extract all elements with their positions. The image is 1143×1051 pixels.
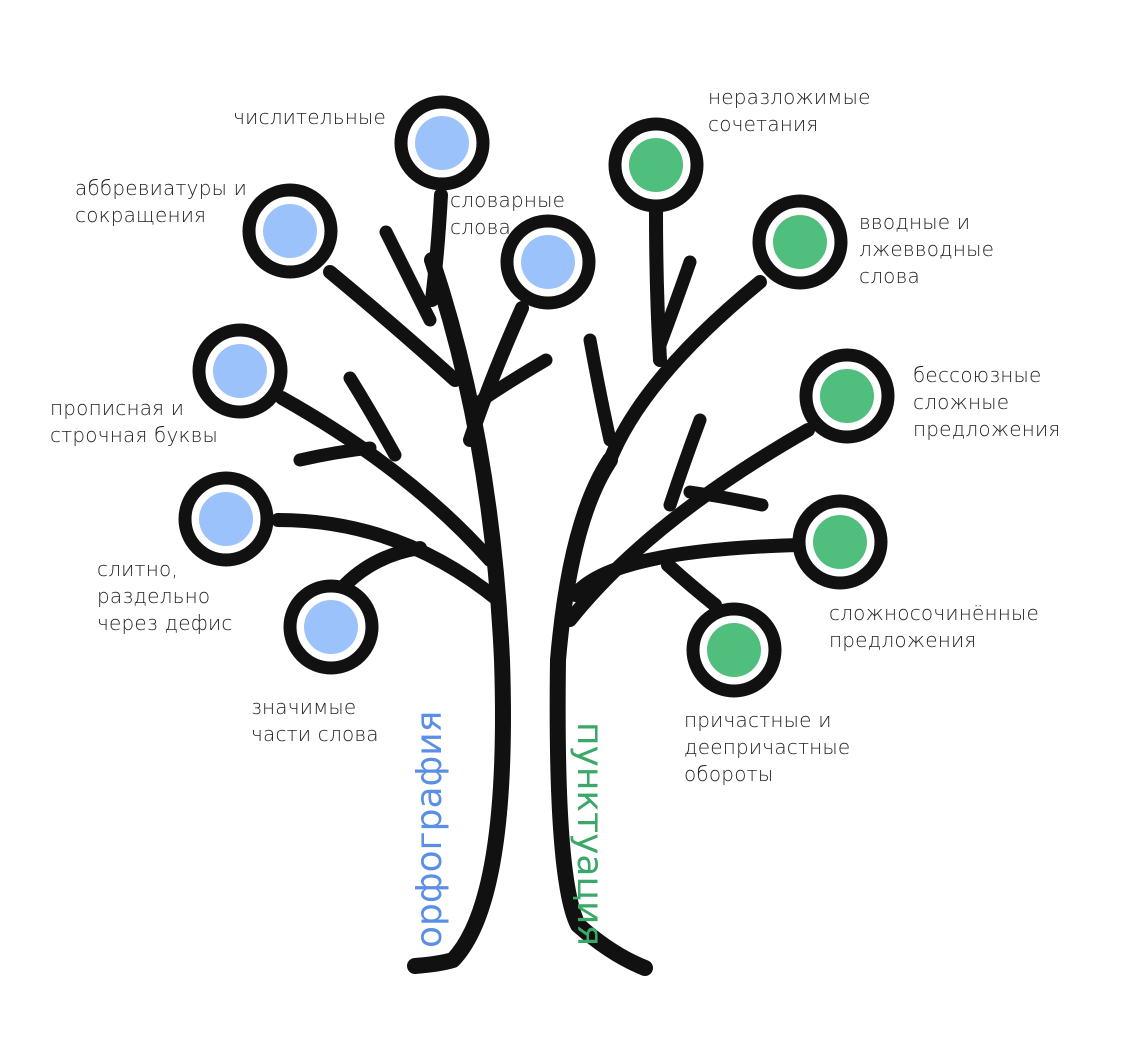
label-participial: причастные и деепричастные обороты: [684, 708, 851, 786]
label-morphemes: значимые части слова: [251, 695, 379, 746]
branch-twig-g: [663, 413, 707, 512]
label-introductory: вводные и лжевводные слова: [859, 210, 995, 288]
node-capitals: [192, 323, 288, 419]
node-introductory-dot: [773, 215, 827, 269]
branch-morphemes: [338, 541, 427, 592]
node-asyndetic: [799, 348, 895, 444]
node-abbreviations-dot: [263, 204, 317, 258]
node-compound-dot: [813, 515, 867, 569]
node-participial: [686, 602, 782, 698]
branch-numerals: [425, 188, 448, 307]
node-dictionary-words: [500, 214, 596, 310]
label-compound: сложносочинённые предложения: [829, 601, 1040, 652]
trunk-label-punctuation: пунктуация: [569, 722, 610, 946]
label-capitals: прописная и строчная буквы: [50, 396, 219, 447]
node-morphemes: [283, 579, 379, 675]
node-introductory: [752, 194, 848, 290]
trunk-punctuation: [549, 452, 653, 976]
label-asyndetic: бессоюзные сложные предложения: [913, 363, 1061, 441]
node-asyndetic-dot: [820, 369, 874, 423]
node-capitals-dot: [213, 344, 267, 398]
node-compound: [792, 494, 888, 590]
label-numerals: числительные: [233, 105, 386, 129]
label-dictionary-words: словарные слова: [450, 188, 566, 239]
node-numerals: [394, 95, 490, 191]
branch-spelling: [271, 513, 505, 607]
branch-asyndetic: [563, 423, 815, 627]
label-spelling: слитно, раздельно через дефис: [97, 557, 233, 635]
node-numerals-dot: [415, 116, 469, 170]
trunk-orthography: [407, 252, 511, 974]
branch-twig-b: [475, 353, 553, 407]
node-abbreviations: [242, 183, 338, 279]
label-abbreviations: аббревиатуры и сокращения: [75, 176, 248, 227]
branch-twig-a: [379, 225, 437, 327]
branch-twig-c: [343, 371, 402, 462]
branch-participial: [661, 558, 722, 612]
branch-capitals: [275, 391, 497, 567]
branch-twig-d: [293, 441, 377, 467]
branch-twig-f: [653, 255, 697, 352]
node-participial-dot: [707, 623, 761, 677]
branch-introductory: [601, 275, 767, 472]
node-dictionary-words-dot: [521, 235, 575, 289]
node-morphemes-dot: [304, 600, 358, 654]
trunk-label-orthography: орфография: [409, 711, 450, 948]
branch-dictionary-words: [463, 301, 529, 447]
branch-twig-h: [683, 485, 769, 512]
node-spelling: [178, 471, 274, 567]
branch-abbreviations: [323, 265, 462, 387]
node-set-phrases: [608, 117, 704, 213]
branch-compound: [568, 538, 807, 602]
label-set-phrases: неразложимые сочетания: [708, 85, 871, 136]
branch-twig-e: [583, 333, 617, 447]
node-set-phrases-dot: [629, 138, 683, 192]
node-spelling-dot: [199, 492, 253, 546]
